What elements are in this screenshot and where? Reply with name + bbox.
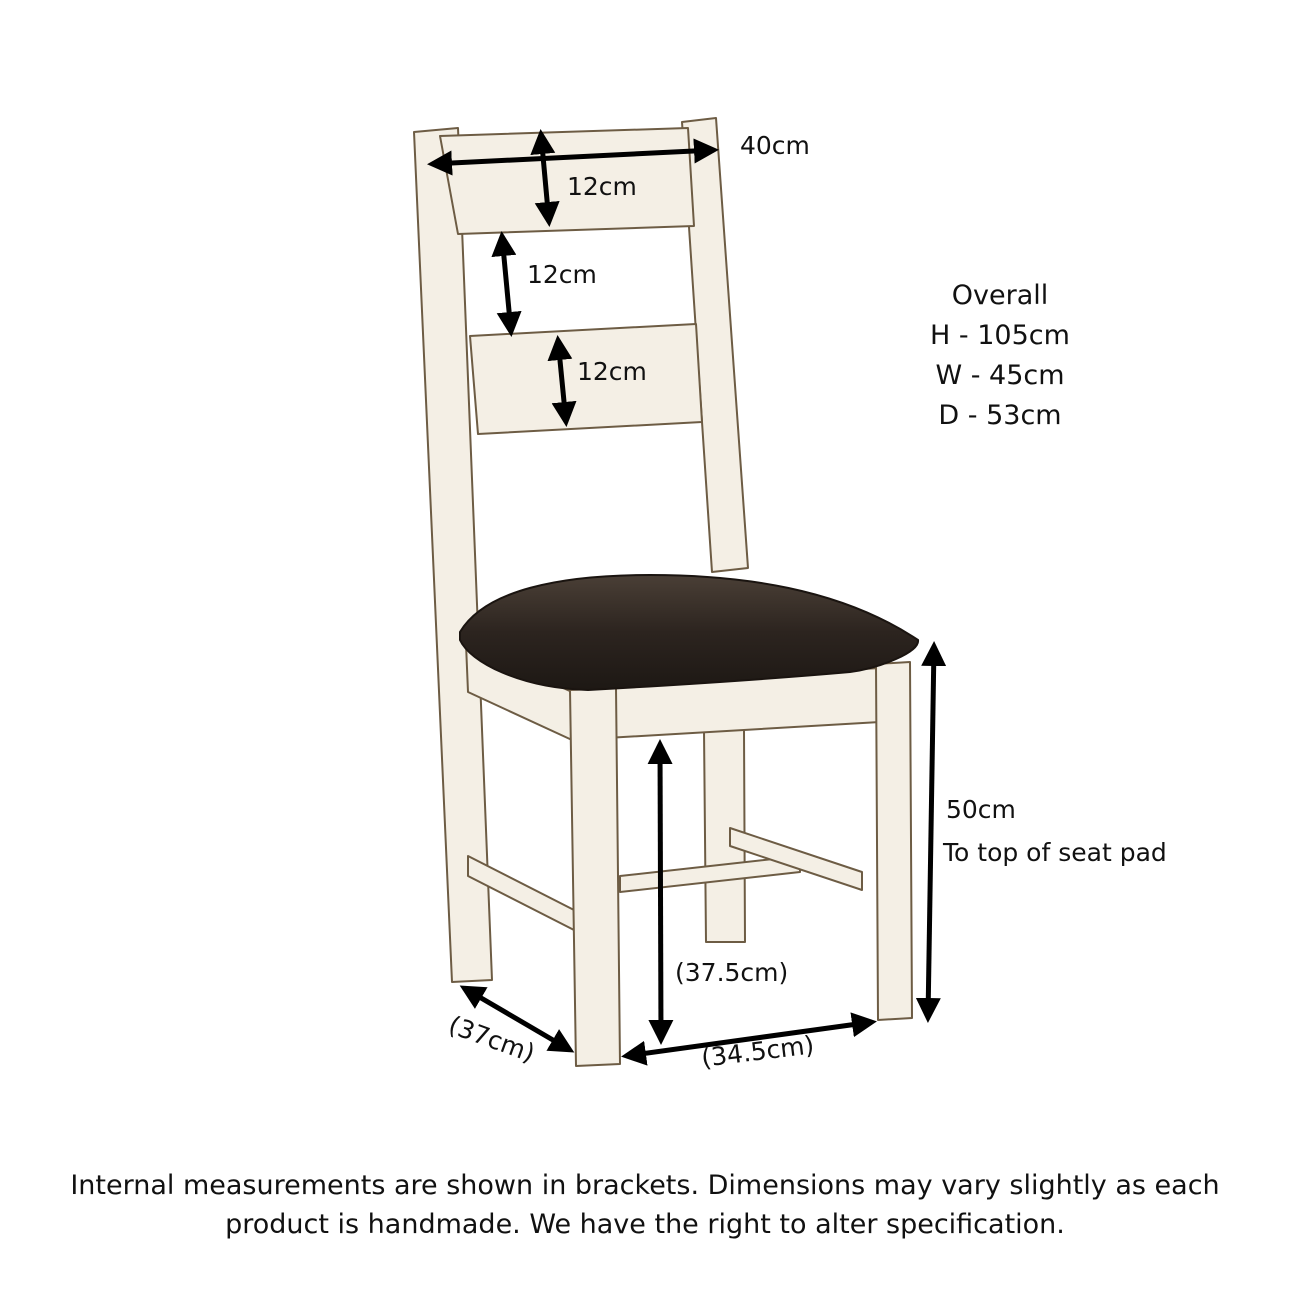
overall-dimensions: Overall H - 105cm W - 45cm D - 53cm bbox=[900, 276, 1100, 436]
overall-depth: D - 53cm bbox=[938, 400, 1062, 431]
arrow-slat-gap bbox=[491, 231, 522, 337]
arrow-internal-width bbox=[621, 1012, 877, 1066]
footnote: Internal measurements are shown in brack… bbox=[40, 1166, 1250, 1244]
front-leg-right bbox=[875, 661, 913, 1021]
label-internal-height: (37.5cm) bbox=[675, 958, 789, 987]
footnote-line-1: Internal measurements are shown in brack… bbox=[70, 1170, 1220, 1201]
label-slat-gap: 12cm bbox=[527, 260, 597, 289]
label-seat-height-note: To top of seat pad bbox=[943, 838, 1167, 867]
arrow-internal-height bbox=[647, 739, 674, 1045]
back-post-left bbox=[413, 127, 493, 983]
label-seat-height: 50cm bbox=[946, 795, 1016, 824]
middle-rail bbox=[469, 323, 703, 435]
label-top-rail-height: 12cm bbox=[567, 172, 637, 201]
overall-height: H - 105cm bbox=[930, 320, 1070, 351]
front-leg-left bbox=[569, 687, 621, 1067]
label-top-width: 40cm bbox=[740, 131, 810, 160]
side-stretcher-right bbox=[729, 827, 863, 891]
overall-title: Overall bbox=[951, 280, 1049, 311]
arrow-seat-height bbox=[915, 641, 947, 1023]
arrow-middle-rail-height bbox=[547, 335, 577, 427]
footnote-line-2: product is handmade. We have the right t… bbox=[225, 1209, 1065, 1240]
arrow-top-width bbox=[427, 138, 719, 176]
arrow-top-rail-height bbox=[530, 129, 560, 227]
overall-width: W - 45cm bbox=[935, 360, 1065, 391]
seat-pad bbox=[459, 573, 919, 692]
arrow-internal-depth bbox=[459, 985, 575, 1053]
label-middle-rail-height: 12cm bbox=[577, 357, 647, 386]
